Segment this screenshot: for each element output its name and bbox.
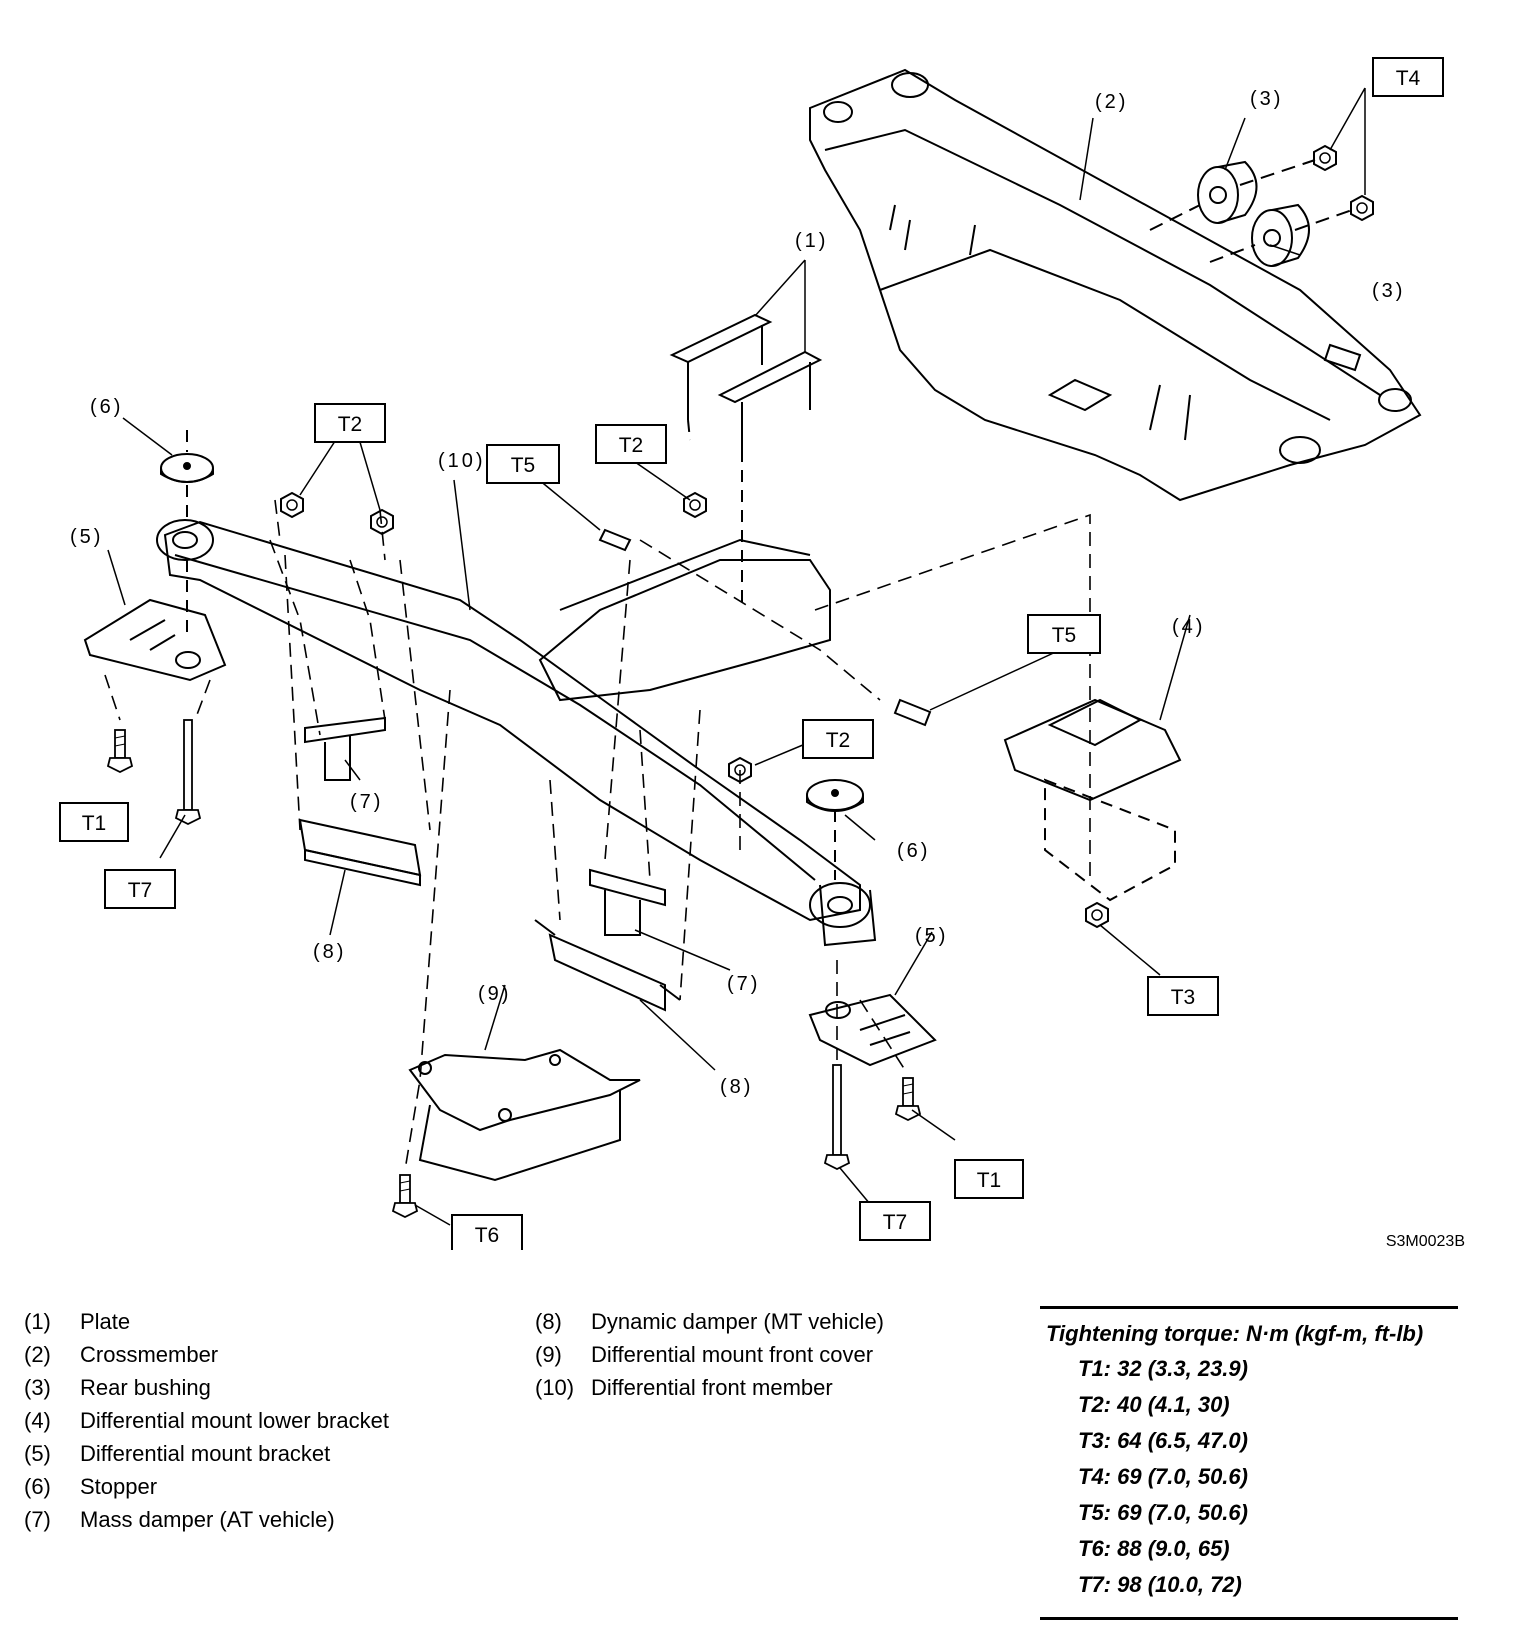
torque-heading: Tightening torque: N·m (kgf-m, ft-lb) (1046, 1321, 1424, 1346)
torque-box-t1-right: T1 (954, 1159, 1024, 1199)
legend-item: (1) Plate (24, 1305, 389, 1338)
legend-label: Differential mount bracket (80, 1441, 331, 1466)
torque-box-t6: T6 (451, 1214, 523, 1250)
callout-4: (4) (1172, 616, 1205, 638)
dynamic-damper (298, 818, 681, 1012)
legend-item: (3) Rear bushing (24, 1371, 389, 1404)
crossmember (809, 68, 1422, 502)
legend-item: (7) Mass damper (AT vehicle) (24, 1503, 389, 1536)
legend-label: Crossmember (80, 1342, 219, 1367)
legend-item: (2) Crossmember (24, 1338, 389, 1371)
svg-text:T2: T2 (338, 413, 363, 436)
legend-number: (3) (24, 1375, 51, 1400)
rear-bushing (1197, 160, 1310, 267)
callout-7-right: (7) (727, 973, 760, 995)
callout-1: (1) (795, 230, 828, 252)
callout-6-right: (6) (897, 840, 930, 862)
differential-mount-bracket (83, 598, 937, 1067)
callout-3-top: (3) (1250, 88, 1283, 110)
svg-text:T5: T5 (1052, 624, 1077, 647)
legend-item: (8) Dynamic damper (MT vehicle) (535, 1305, 884, 1338)
legend-label: Stopper (80, 1474, 158, 1499)
torque-box-t2-center: T2 (595, 424, 667, 464)
legend-item: (4) Differential mount lower bracket (24, 1404, 389, 1437)
callout-5-left: (5) (70, 526, 103, 548)
legend-label: Plate (80, 1309, 131, 1334)
torque-box-t7-left: T7 (104, 869, 176, 909)
svg-text:T2: T2 (619, 434, 644, 457)
legend-number: (6) (24, 1474, 51, 1499)
torque-box-t1-left: T1 (59, 802, 129, 842)
legend-number: (1) (24, 1309, 51, 1334)
legend-number: (5) (24, 1441, 51, 1466)
legend-number: (4) (24, 1408, 51, 1433)
callout-8-right: (8) (720, 1076, 753, 1098)
callout-9: (9) (478, 983, 511, 1005)
svg-text:T5: T5 (511, 454, 536, 477)
torque-box-t2-right: T2 (802, 719, 874, 759)
torque-box-t3: T3 (1147, 976, 1219, 1016)
legend-label: Differential front member (591, 1375, 833, 1400)
legend-label: Rear bushing (80, 1375, 211, 1400)
tightening-torque-table: Tightening torque: N·m (kgf-m, ft-lb) T1… (1040, 1306, 1458, 1620)
legend-number: (10) (535, 1375, 575, 1400)
legend-number: (9) (535, 1342, 562, 1367)
legend-item: (9) Differential mount front cover (535, 1338, 884, 1371)
exploded-parts-diagram: (1) (2) (3) (3) (4) (5) (5) (6) (6) (7) … (59, 57, 1465, 1250)
torque-row-t5: T5: 69 (7.0, 50.6) (1078, 1500, 1248, 1525)
legend-number: (8) (535, 1309, 562, 1334)
callout-10: (10) (438, 450, 486, 472)
legend-item: (10) Differential front member (535, 1371, 884, 1404)
callout-8-left: (8) (313, 941, 346, 963)
svg-text:T2: T2 (826, 729, 851, 752)
legend-item: (6) Stopper (24, 1470, 389, 1503)
callout-5-right: (5) (915, 925, 948, 947)
legend-label: Differential mount front cover (591, 1342, 874, 1367)
torque-box-t2-left: T2 (314, 403, 386, 443)
callout-3-bottom: (3) (1372, 280, 1405, 302)
callout-7-left: (7) (350, 791, 383, 813)
parts-legend-right: (8) Dynamic damper (MT vehicle) (9) Differ… (535, 1305, 884, 1404)
parts-legend-left: (1)Plate (2)Crossmember (3)Rear bushing … (24, 1305, 389, 1536)
torque-box-t4: T4 (1372, 57, 1444, 97)
differential-mount-lower-bracket (1003, 698, 1182, 902)
svg-text:T6: T6 (475, 1224, 500, 1247)
svg-text:T3: T3 (1171, 986, 1196, 1009)
differential-mount-front-cover (408, 1048, 641, 1182)
plate (669, 313, 823, 450)
callout-6-left: (6) (90, 396, 123, 418)
torque-row-t7: T7: 98 (10.0, 72) (1078, 1572, 1242, 1597)
torque-box-t5-left: T5 (486, 444, 560, 484)
svg-text:T1: T1 (977, 1169, 1002, 1192)
callout-2: (2) (1095, 91, 1128, 113)
torque-row-t6: T6: 88 (9.0, 65) (1078, 1536, 1230, 1561)
legend-item: (5) Differential mount bracket (24, 1437, 389, 1470)
svg-text:T7: T7 (128, 879, 153, 902)
legend-label: Dynamic damper (MT vehicle) (591, 1309, 885, 1334)
legend-label: Differential mount lower bracket (80, 1408, 389, 1433)
torque-row-t1: T1: 32 (3.3, 23.9) (1078, 1356, 1248, 1381)
torque-row-t2: T2: 40 (4.1, 30) (1078, 1392, 1230, 1417)
differential-front-member (156, 519, 877, 947)
torque-row-t3: T3: 64 (6.5, 47.0) (1078, 1428, 1248, 1453)
table-bottom-rule (1040, 1617, 1458, 1620)
svg-text:T4: T4 (1396, 67, 1421, 90)
table-top-rule (1040, 1306, 1458, 1309)
svg-text:T7: T7 (883, 1211, 908, 1234)
torque-box-t7-right: T7 (859, 1201, 931, 1241)
torque-box-t5-right: T5 (1027, 614, 1101, 654)
legend-number: (2) (24, 1342, 51, 1367)
legend-label: Mass damper (AT vehicle) (80, 1507, 335, 1532)
legend-number: (7) (24, 1507, 51, 1532)
stopper (160, 453, 864, 812)
torque-row-t4: T4: 69 (7.0, 50.6) (1078, 1464, 1248, 1489)
figure-code: S3M0023B (1386, 1233, 1465, 1250)
mass-damper (304, 716, 666, 936)
svg-text:T1: T1 (82, 812, 107, 835)
